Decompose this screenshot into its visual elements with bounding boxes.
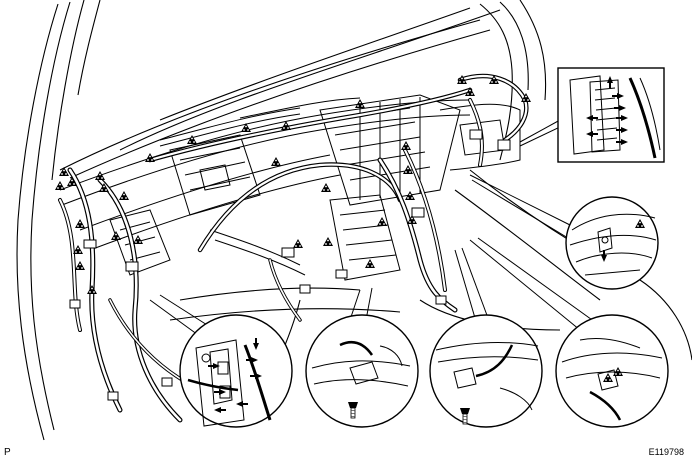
clamp-icon bbox=[75, 219, 85, 228]
view-code-label: P bbox=[4, 447, 11, 458]
clamp-icon bbox=[133, 235, 143, 244]
clamp-icon bbox=[111, 231, 121, 240]
clamp-icon bbox=[75, 261, 85, 270]
clamp-icon bbox=[365, 259, 375, 268]
callout-upper-right-connector bbox=[519, 67, 665, 163]
clamp-icon bbox=[241, 123, 251, 132]
dash-reinforcement bbox=[59, 94, 521, 281]
clamp-icon bbox=[377, 217, 387, 226]
clamp-icon bbox=[323, 237, 333, 246]
bolt-icon bbox=[348, 402, 358, 419]
body-outline bbox=[16, 0, 692, 441]
callout-bolt-center bbox=[305, 287, 419, 428]
clamp-icon bbox=[401, 141, 411, 150]
figure-id-label: E119798 bbox=[648, 447, 684, 457]
bolt-icon bbox=[460, 408, 470, 425]
clamp-icon bbox=[87, 285, 97, 294]
clamp-icon bbox=[59, 167, 69, 176]
clamp-icon bbox=[321, 183, 331, 192]
callout-lower-right-clamp bbox=[469, 237, 669, 428]
callout-lower-left-connectors bbox=[149, 294, 293, 428]
harness-connectors bbox=[69, 129, 511, 401]
clamp-icon bbox=[293, 239, 303, 248]
callout-mid-right-clamp bbox=[469, 174, 659, 290]
clamp-icon bbox=[271, 157, 281, 166]
clamp-icon bbox=[119, 191, 129, 200]
clamp-icon bbox=[95, 171, 105, 180]
callout-bolt-ground bbox=[429, 247, 543, 428]
clamp-icon bbox=[55, 181, 65, 190]
